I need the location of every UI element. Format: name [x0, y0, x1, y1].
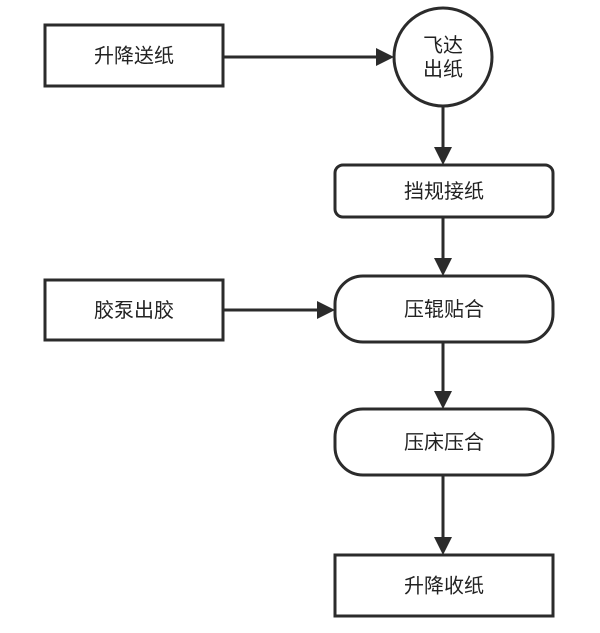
edge-glue_pump-to-roller_bond	[223, 301, 335, 319]
edge-stop_guide-to-roller_bond	[434, 217, 452, 276]
node-shape	[333, 553, 555, 618]
node-shape	[333, 274, 555, 344]
node-shape	[43, 278, 225, 342]
edge-bed_press-to-lift_collect	[434, 475, 452, 555]
node-stop-guide: 挡规接纸	[333, 163, 555, 219]
node-shape	[392, 6, 494, 108]
arrowhead	[434, 258, 452, 276]
node-shape	[43, 23, 225, 88]
edge-lift_feed-to-fly_out	[223, 48, 394, 66]
arrowhead	[376, 48, 394, 66]
node-label: 升降收纸	[404, 574, 484, 598]
node-shape	[333, 163, 555, 219]
arrowhead	[434, 537, 452, 555]
edge-roller_bond-to-bed_press	[434, 342, 452, 409]
node-label: 压辊贴合	[404, 297, 484, 321]
node-bed-press: 压床压合	[333, 407, 555, 477]
arrowhead	[434, 391, 452, 409]
node-shape	[333, 407, 555, 477]
arrowhead	[317, 301, 335, 319]
node-label: 胶泵出胶	[94, 298, 174, 322]
node-label: 升降送纸	[94, 44, 174, 68]
arrowhead	[434, 147, 452, 165]
node-glue-pump: 胶泵出胶	[43, 278, 225, 342]
node-label: 压床压合	[404, 430, 484, 454]
node-lift-feed: 升降送纸	[43, 23, 225, 88]
node-lift-collect: 升降收纸	[333, 553, 555, 618]
node-roller-bond: 压辊贴合	[333, 274, 555, 344]
edge-fly_out-to-stop_guide	[434, 106, 452, 165]
node-label: 飞达	[423, 33, 463, 57]
node-label: 出纸	[423, 57, 463, 81]
node-label: 挡规接纸	[404, 179, 484, 203]
edges-layer	[223, 48, 452, 555]
